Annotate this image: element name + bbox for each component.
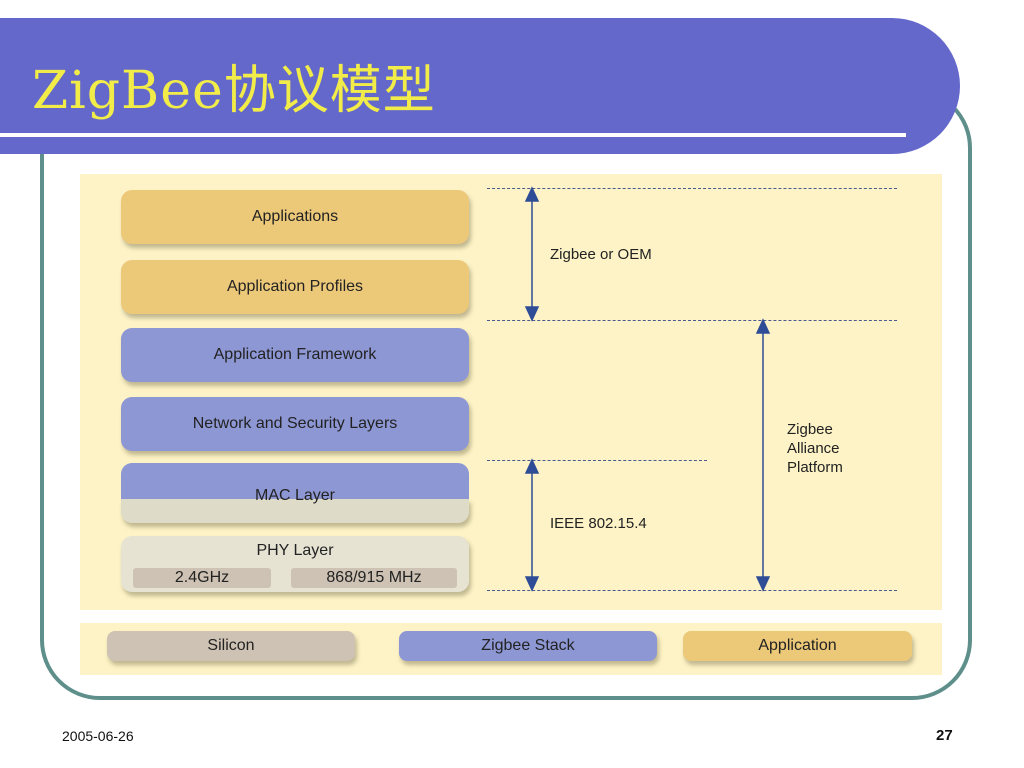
legend-application-label: Application (758, 637, 837, 654)
title-underline (0, 133, 906, 137)
band-2-4ghz: 2.4GHz (133, 568, 271, 588)
network-security-layer: Network and Security Layers (121, 397, 469, 451)
alliance-arrow-head-down (755, 576, 771, 592)
legend-silicon: Silicon (107, 631, 355, 661)
mac-layer-lower (121, 499, 469, 523)
alliance-line-1: Zigbee (787, 421, 833, 438)
band-868-915mhz: 868/915 MHz (291, 568, 457, 588)
legend-zigbee-stack: Zigbee Stack (399, 631, 657, 661)
alliance-line-3: Platform (787, 459, 843, 476)
oem-annotation: Zigbee or OEM (550, 246, 652, 263)
boundary-line-ieee (487, 460, 707, 461)
slide-title: ZigBee协议模型 (32, 61, 436, 121)
boundary-line-top (487, 188, 897, 189)
boundary-line-bottom (487, 590, 897, 591)
mac-layer-upper (121, 463, 469, 499)
oem-arrow-head-up (524, 186, 540, 202)
legend-application: Application (683, 631, 912, 661)
mac-layer-label: MAC Layer (254, 487, 336, 504)
application-profiles-layer: Application Profiles (121, 260, 469, 314)
page-number: 27 (936, 727, 953, 744)
alliance-arrow-head-up (755, 318, 771, 334)
alliance-line-2: Alliance (787, 440, 840, 457)
boundary-line-oem (487, 320, 897, 321)
alliance-annotation: Zigbee Alliance Platform (787, 420, 843, 477)
application-framework-layer: Application Framework (121, 328, 469, 382)
ieee-annotation: IEEE 802.15.4 (550, 515, 647, 532)
ieee-arrow-head-down (524, 576, 540, 592)
slide-date: 2005-06-26 (62, 728, 134, 744)
application-framework-label: Application Framework (213, 346, 377, 363)
application-profiles-label: Application Profiles (226, 278, 364, 295)
applications-layer: Applications (121, 190, 469, 244)
title-bar (0, 18, 960, 154)
legend-silicon-label: Silicon (207, 637, 255, 654)
phy-layer-label: PHY Layer (256, 542, 334, 559)
oem-arrow-head-down (524, 306, 540, 322)
legend-zigbee-stack-label: Zigbee Stack (481, 637, 575, 654)
network-security-label: Network and Security Layers (192, 415, 398, 432)
phy-layer: PHY Layer 2.4GHz 868/915 MHz (121, 536, 469, 592)
ieee-arrow-head-up (524, 458, 540, 474)
applications-label: Applications (251, 208, 339, 225)
